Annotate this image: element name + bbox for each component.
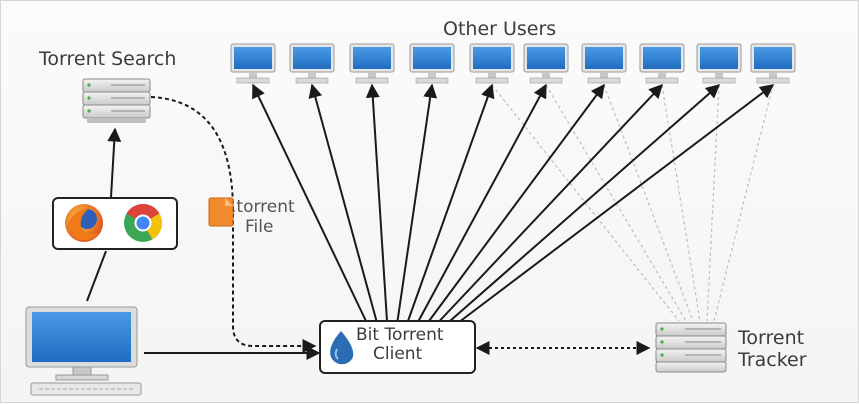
desktop-computer-icon: [25, 306, 142, 396]
peer-arrow: [308, 83, 378, 322]
tracker-link: [661, 84, 701, 322]
tracker-link: [545, 84, 687, 322]
torrent-tracker-label: Torrent Tracker: [738, 327, 807, 371]
peer-arrow: [438, 83, 663, 322]
user-monitor-icon: [409, 43, 455, 84]
user-monitor-icon: [750, 43, 796, 84]
user-monitor-icon: [469, 43, 515, 84]
peer-arrow: [449, 84, 721, 322]
user-monitor-icon: [696, 43, 742, 84]
torrent-tracker-server-icon: [655, 322, 727, 373]
peer-arrow: [428, 83, 605, 322]
tracker-link: [713, 84, 774, 322]
other-user-monitors: [230, 43, 796, 84]
peer-arrow: [417, 83, 547, 322]
client-label-line2: Client: [373, 344, 423, 364]
peer-arrow: [252, 83, 367, 322]
user-monitor-icon: [230, 43, 276, 84]
torrent-search-server-icon: [82, 78, 151, 123]
tracker-label-line2: Tracker: [738, 349, 807, 371]
user-monitor-icon: [289, 43, 335, 84]
torrent-search-label: Torrent Search: [39, 48, 177, 70]
tracker-label-line1: Torrent: [738, 327, 805, 349]
bit-torrent-client-label: Bit Torrent Client: [356, 326, 444, 364]
chrome-icon: [124, 203, 163, 242]
torrent-file-label: .torrent File: [231, 197, 295, 237]
peer-arrow: [365, 83, 388, 322]
client-label-line1: Bit Torrent: [356, 325, 444, 345]
peer-links: [252, 83, 775, 322]
torrent-file-icon: [208, 197, 234, 227]
firefox-icon: [65, 204, 103, 242]
user-monitor-icon: [581, 43, 627, 84]
tracker-links: [491, 84, 774, 322]
peer-arrow: [407, 83, 495, 322]
bit-torrent-client-box: [319, 320, 476, 374]
user-monitor-icon: [349, 43, 395, 84]
user-monitor-icon: [639, 43, 685, 84]
peer-arrow: [396, 83, 438, 322]
water-drop-icon: [330, 331, 354, 365]
other-users-label: Other Users: [443, 18, 557, 40]
tracker-link: [706, 84, 720, 322]
torrent-file-label-line2: File: [245, 217, 274, 237]
local-links: [86, 96, 651, 360]
browser-box: [52, 197, 178, 250]
user-monitor-icon: [523, 43, 569, 84]
torrent-file-label-line1: .torrent: [231, 197, 295, 217]
peer-arrow: [459, 84, 775, 322]
tracker-link: [603, 84, 694, 322]
